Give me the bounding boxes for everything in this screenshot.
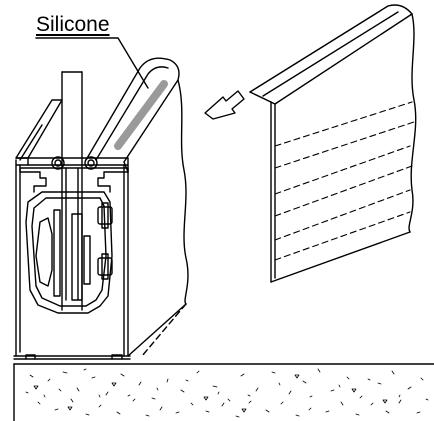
concrete-aggregate-texture bbox=[25, 368, 429, 418]
silicone-label: Silicone bbox=[36, 13, 110, 36]
angled-cover-panel bbox=[249, 4, 417, 283]
aluminium-rail-profile bbox=[15, 99, 129, 357]
concrete-floor bbox=[13, 363, 434, 421]
bolt-lower bbox=[97, 253, 113, 280]
bolt-upper bbox=[97, 202, 113, 229]
silicone-cap bbox=[35, 37, 180, 173]
insert-direction-arrow bbox=[204, 90, 245, 120]
base-plates bbox=[13, 354, 131, 360]
silicone-bead bbox=[114, 80, 168, 150]
panel-breakline bbox=[127, 79, 189, 357]
callout-leader bbox=[35, 37, 149, 89]
vertical-post bbox=[61, 71, 83, 311]
